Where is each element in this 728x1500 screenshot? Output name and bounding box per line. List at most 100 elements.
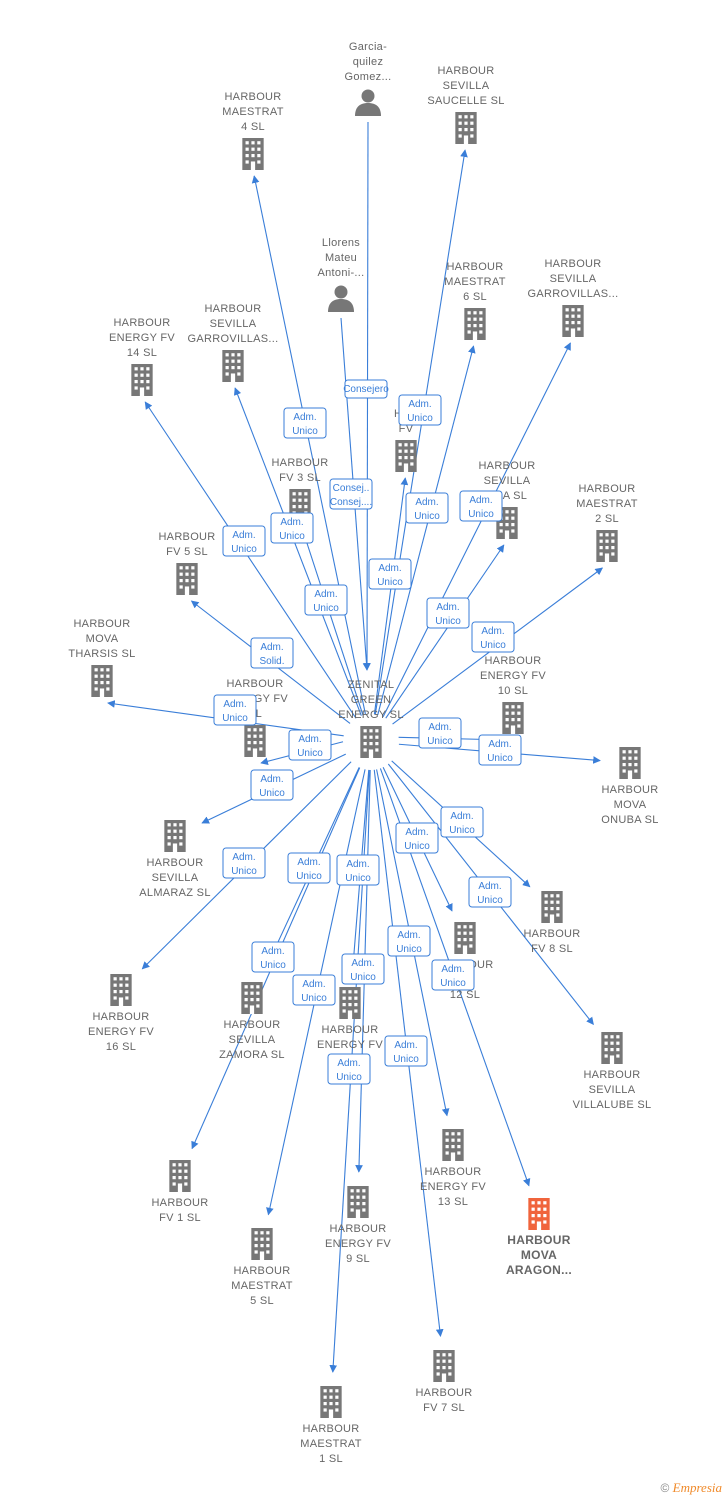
edge-label-villalube[interactable]: Adm.Unico: [468, 876, 512, 908]
edge-label-tharsis[interactable]: Adm.Unico: [213, 694, 257, 726]
node-garcia[interactable]: Garcia-quilezGomez...: [344, 41, 391, 116]
brand-logo[interactable]: Empresia: [672, 1480, 722, 1495]
node-label: HARBOUR: [226, 678, 283, 690]
node-label: HARBOUR: [73, 618, 130, 630]
edge-label-almaraz[interactable]: Adm.Unico: [250, 769, 294, 801]
node-label: ZENITAL: [348, 679, 395, 691]
edge-label-fv8[interactable]: Adm.Unico: [440, 806, 484, 838]
edge-label-fv7[interactable]: Adm.Unico: [384, 1035, 428, 1067]
node-aragon[interactable]: HARBOURMOVAARAGON...: [506, 1198, 572, 1277]
edge-label-onuba[interactable]: Adm.Unico: [478, 734, 522, 766]
copyright-symbol: ©: [660, 1481, 670, 1495]
edge-label-saucelle[interactable]: Adm.Unico: [398, 394, 442, 426]
node-label: 4 SL: [241, 121, 265, 133]
node-label: HARBOUR: [583, 1069, 640, 1081]
node-label: HARBOUR: [302, 1423, 359, 1435]
node-llorens[interactable]: LlorensMateuAntoni-...: [317, 237, 364, 312]
building-icon: [347, 1186, 369, 1218]
edge-label-garrov2[interactable]: Adm. Unico: [459, 490, 503, 522]
edge-label-text: Unico: [435, 616, 461, 627]
edge-label-fv14[interactable]: Adm.Unico: [222, 525, 266, 557]
edge-label-maestrat4[interactable]: Adm.Unico: [283, 407, 327, 439]
edge-saucelle: [374, 149, 468, 715]
node-label: 9 SL: [346, 1253, 370, 1265]
building-icon: [619, 747, 641, 779]
edge-labels-layer: ConsejeroConsej..Consej....Adm.UnicoAdm.…: [213, 379, 522, 1085]
edge-label-zamora[interactable]: Adm.Unico: [287, 852, 331, 884]
edge-label-aragon[interactable]: Adm.Unico: [431, 959, 475, 991]
edge-label-fvhidden[interactable]: Adm.Unico: [368, 558, 412, 590]
edge-label-fvmid[interactable]: Adm.Unico: [336, 854, 380, 886]
edge-label-text: Unico: [222, 713, 248, 724]
edge-label-maestrat1[interactable]: Adm.Unico: [327, 1053, 371, 1085]
building-icon: [241, 982, 263, 1014]
edge-label-text: Unico: [336, 1072, 362, 1083]
edge-label-fv12[interactable]: Adm.Unico: [395, 822, 439, 854]
edge-label-fv13[interactable]: Adm.Unico: [387, 925, 431, 957]
edge-label-text: Adm.: [378, 563, 401, 574]
edge-label-maestrat6[interactable]: Adm.Unico: [405, 492, 449, 524]
node-label: 2 SL: [595, 513, 619, 525]
edge-label-fv5[interactable]: Adm.Solid.: [250, 637, 294, 669]
node-garrov2[interactable]: HARBOURSEVILLAGARROVILLAS...: [527, 258, 618, 337]
building-icon: [360, 726, 382, 758]
node-label: ENERGY FV: [420, 1181, 486, 1193]
edge-label-fv9[interactable]: Adm.Unico: [341, 953, 385, 985]
edge-label-text: Adm.: [469, 495, 492, 506]
node-label: 10 SL: [498, 685, 528, 697]
edge-label-maestrat5[interactable]: Adm.Unico: [292, 974, 336, 1006]
node-label: ZAMORA SL: [219, 1049, 285, 1061]
edge-label-fv1[interactable]: Adm.Unico: [251, 941, 295, 973]
edge-label-text: Unico: [259, 788, 285, 799]
node-label: 6 SL: [463, 291, 487, 303]
node-label: MAESTRAT: [231, 1280, 292, 1292]
node-label: SEVILLA: [550, 273, 597, 285]
node-label: ENERGY FV: [109, 332, 175, 344]
edge-label-sevena[interactable]: Adm.Unico: [426, 597, 470, 629]
edge-label-garrov1[interactable]: Adm.Unico: [270, 512, 314, 544]
edge-label-fvleft[interactable]: Adm.Unico: [288, 729, 332, 761]
edge-sevena: [385, 544, 505, 719]
edge-label-text: Adm.: [314, 589, 337, 600]
node-label: HARBOUR: [146, 857, 203, 869]
node-label: HARBOUR: [484, 655, 541, 667]
edge-label-fv10[interactable]: Adm.Unico: [418, 717, 462, 749]
edge-label-text: Adm.: [428, 722, 451, 733]
node-garrov1[interactable]: HARBOURSEVILLAGARROVILLAS...: [187, 303, 278, 382]
edge-label-maestrat2[interactable]: Adm.Unico: [471, 621, 515, 653]
edge-label-fv3[interactable]: Adm.Unico: [304, 584, 348, 616]
node-label: THARSIS SL: [68, 648, 135, 660]
building-icon: [596, 530, 618, 562]
edge-label-garcia[interactable]: Consejero: [343, 379, 389, 399]
node-label: 14 SL: [127, 347, 157, 359]
edge-label-text: Unico: [468, 509, 494, 520]
edge-label-fv16[interactable]: Adm.Unico: [222, 847, 266, 879]
node-label: HARBOUR: [329, 1223, 386, 1235]
edge-label-llorens[interactable]: Consej..Consej....: [329, 478, 373, 510]
edge-label-text: Consej..: [333, 483, 370, 494]
